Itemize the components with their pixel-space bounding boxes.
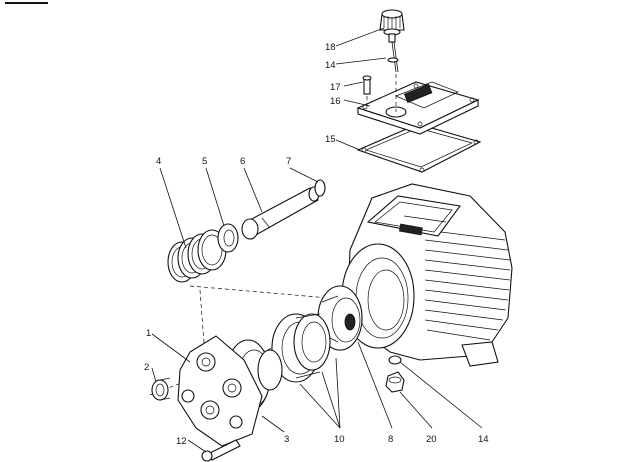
- callout-1: 1: [146, 328, 151, 339]
- spring-4: [167, 229, 227, 283]
- o-ring-14-top: [387, 57, 399, 63]
- washer-5: [217, 223, 239, 253]
- plug-2: [151, 377, 171, 401]
- crankcase-housing: [341, 183, 513, 367]
- leader-lines: [151, 27, 483, 453]
- callout-18: 18: [325, 42, 336, 53]
- callout-2: 2: [144, 362, 149, 373]
- piston-6: [241, 186, 320, 240]
- cover-plate-16: [356, 81, 480, 135]
- callout-12: 12: [176, 436, 187, 447]
- callout-15: 15: [325, 134, 336, 145]
- callout-6: 6: [240, 156, 245, 167]
- callout-5: 5: [202, 156, 207, 167]
- bolt-12: [201, 439, 241, 462]
- callout-4: 4: [156, 156, 161, 167]
- bearing-assembly-10: [271, 313, 331, 383]
- circlip-7: [314, 179, 326, 197]
- callout-8: 8: [388, 434, 393, 445]
- screw-17: [362, 75, 372, 95]
- o-ring-14-bottom: [388, 355, 402, 365]
- callout-16: 16: [330, 96, 341, 107]
- callout-3: 3: [284, 434, 289, 445]
- oil-cap-18: [379, 9, 405, 73]
- callout-14-bottom: 14: [478, 434, 489, 445]
- callout-10: 10: [334, 434, 345, 445]
- callout-7: 7: [286, 156, 291, 167]
- pump-head-1: [177, 335, 263, 447]
- drain-plug-20: [385, 371, 405, 393]
- callout-14-top: 14: [325, 60, 336, 71]
- callout-20: 20: [426, 434, 437, 445]
- callout-17: 17: [330, 82, 341, 93]
